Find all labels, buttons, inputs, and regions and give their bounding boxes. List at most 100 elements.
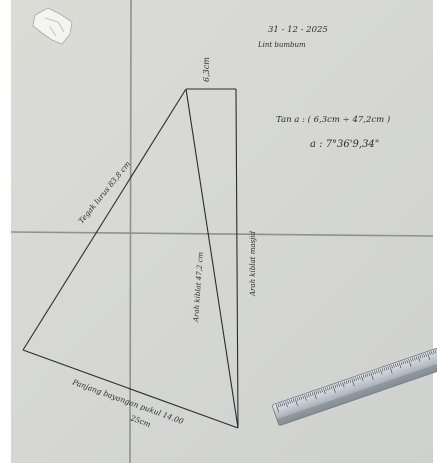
ruler-tick xyxy=(360,375,364,382)
ruler-tick xyxy=(311,392,314,396)
ruler-tick xyxy=(423,353,426,358)
ruler-tick xyxy=(362,374,365,379)
ruler-tick xyxy=(406,359,409,364)
ruler-tick xyxy=(283,401,286,406)
grout-line-vertical xyxy=(129,0,132,463)
ruler-tick xyxy=(285,401,288,408)
ruler-tick xyxy=(389,365,393,374)
ruler-tick xyxy=(275,404,279,413)
triangle-drawing xyxy=(22,88,239,429)
ruler-tick xyxy=(281,402,284,407)
photo-border-left xyxy=(0,0,11,463)
ruler-tick xyxy=(317,390,320,394)
ruler-tick xyxy=(432,350,435,355)
ruler-tick xyxy=(425,353,427,357)
ruler-tick xyxy=(402,360,405,365)
ruler-tick xyxy=(287,400,289,405)
ruler-tick xyxy=(351,378,355,387)
date-note: 31 - 12 - 2025 xyxy=(268,25,328,35)
ruler-tick xyxy=(309,392,312,397)
ruler-tick xyxy=(357,376,359,381)
ruler-tick xyxy=(366,373,369,377)
ruler-tick xyxy=(415,356,418,360)
ruler-tick xyxy=(307,393,310,397)
vertical-right-line xyxy=(235,88,239,429)
ruler-tick xyxy=(294,398,298,406)
ruler-tick xyxy=(315,390,318,395)
ruler-tick xyxy=(343,381,346,385)
ruler-tick xyxy=(304,394,307,401)
ruler-tick xyxy=(319,389,322,394)
base-line xyxy=(22,349,239,429)
ruler-tick xyxy=(321,388,323,393)
ruler-tick xyxy=(421,354,424,358)
ruler-tick xyxy=(374,370,376,375)
ruler-tick xyxy=(391,364,393,369)
inner-diagonal-line xyxy=(185,88,239,429)
grout-line-horizontal xyxy=(10,231,434,237)
ruler-tick xyxy=(355,377,357,381)
ruler-tick xyxy=(411,357,414,362)
formula-line-2: a : 7°36'9,34" xyxy=(310,139,379,150)
ruler-tick xyxy=(379,368,383,375)
ruler-tick xyxy=(347,379,350,384)
ruler-tick xyxy=(340,382,342,386)
ruler-tick xyxy=(302,395,305,399)
ruler-tick xyxy=(430,351,433,355)
ruler-tick xyxy=(408,358,412,367)
ruler-tick xyxy=(334,384,337,388)
ruler-tick xyxy=(434,349,437,354)
ruler-tick xyxy=(387,366,390,370)
ruler-tick xyxy=(330,385,333,390)
ruler-tick xyxy=(296,397,299,401)
ruler-tick xyxy=(279,403,282,407)
ruler-tick xyxy=(324,387,327,392)
ruler-tick xyxy=(396,362,399,367)
photo-border-right xyxy=(433,0,437,463)
ruler-tick xyxy=(306,394,308,398)
ruler-tick xyxy=(342,381,345,388)
ruler-tick xyxy=(353,377,356,382)
ruler-tick xyxy=(427,352,431,361)
ruler-tick xyxy=(359,375,361,380)
ruler-tick xyxy=(394,363,397,368)
ruler-tick xyxy=(328,386,331,390)
ruler-tick xyxy=(298,396,301,401)
ruler-tick xyxy=(428,351,431,356)
ruler-tick xyxy=(376,370,378,374)
ruler-tick xyxy=(410,358,412,362)
ruler-tick xyxy=(292,398,295,403)
ruler-tick xyxy=(336,383,339,388)
ruler-tick xyxy=(398,362,402,369)
ruler-tick xyxy=(385,366,388,371)
ruler-tick xyxy=(289,399,291,404)
ruler-tick xyxy=(313,391,317,400)
ruler-tick xyxy=(404,360,407,364)
hypotenuse-line xyxy=(22,88,187,351)
ruler-tick xyxy=(372,371,374,375)
ruler-tick xyxy=(377,369,380,373)
ruler xyxy=(272,347,437,426)
ruler-tick xyxy=(368,372,371,377)
ruler-tick xyxy=(419,355,422,359)
ruler-tick xyxy=(381,368,384,372)
formula-line-1: Tan a : ( 6,3cm ÷ 47,2cm ) xyxy=(276,114,390,125)
ruler-tick xyxy=(383,367,386,371)
ruler-tick xyxy=(345,380,348,384)
ruler-tick xyxy=(370,371,374,380)
vertical-right-label: Arah kiblat masjid xyxy=(249,230,257,297)
subtitle-note: Lint bumbum xyxy=(257,41,306,49)
ruler-tick xyxy=(338,383,340,387)
ruler-tick xyxy=(290,399,293,403)
paper-scrap xyxy=(32,7,73,45)
ruler-tick xyxy=(393,364,395,368)
ruler-tick xyxy=(364,373,367,378)
ruler-tick xyxy=(332,385,336,393)
ruler-tick xyxy=(349,379,352,383)
ruler-tick xyxy=(413,357,416,361)
ruler-tick xyxy=(300,396,303,400)
ruler-tick xyxy=(323,388,326,395)
ruler-tick xyxy=(326,386,329,391)
top-segment-label: 6,3cm xyxy=(202,57,211,82)
